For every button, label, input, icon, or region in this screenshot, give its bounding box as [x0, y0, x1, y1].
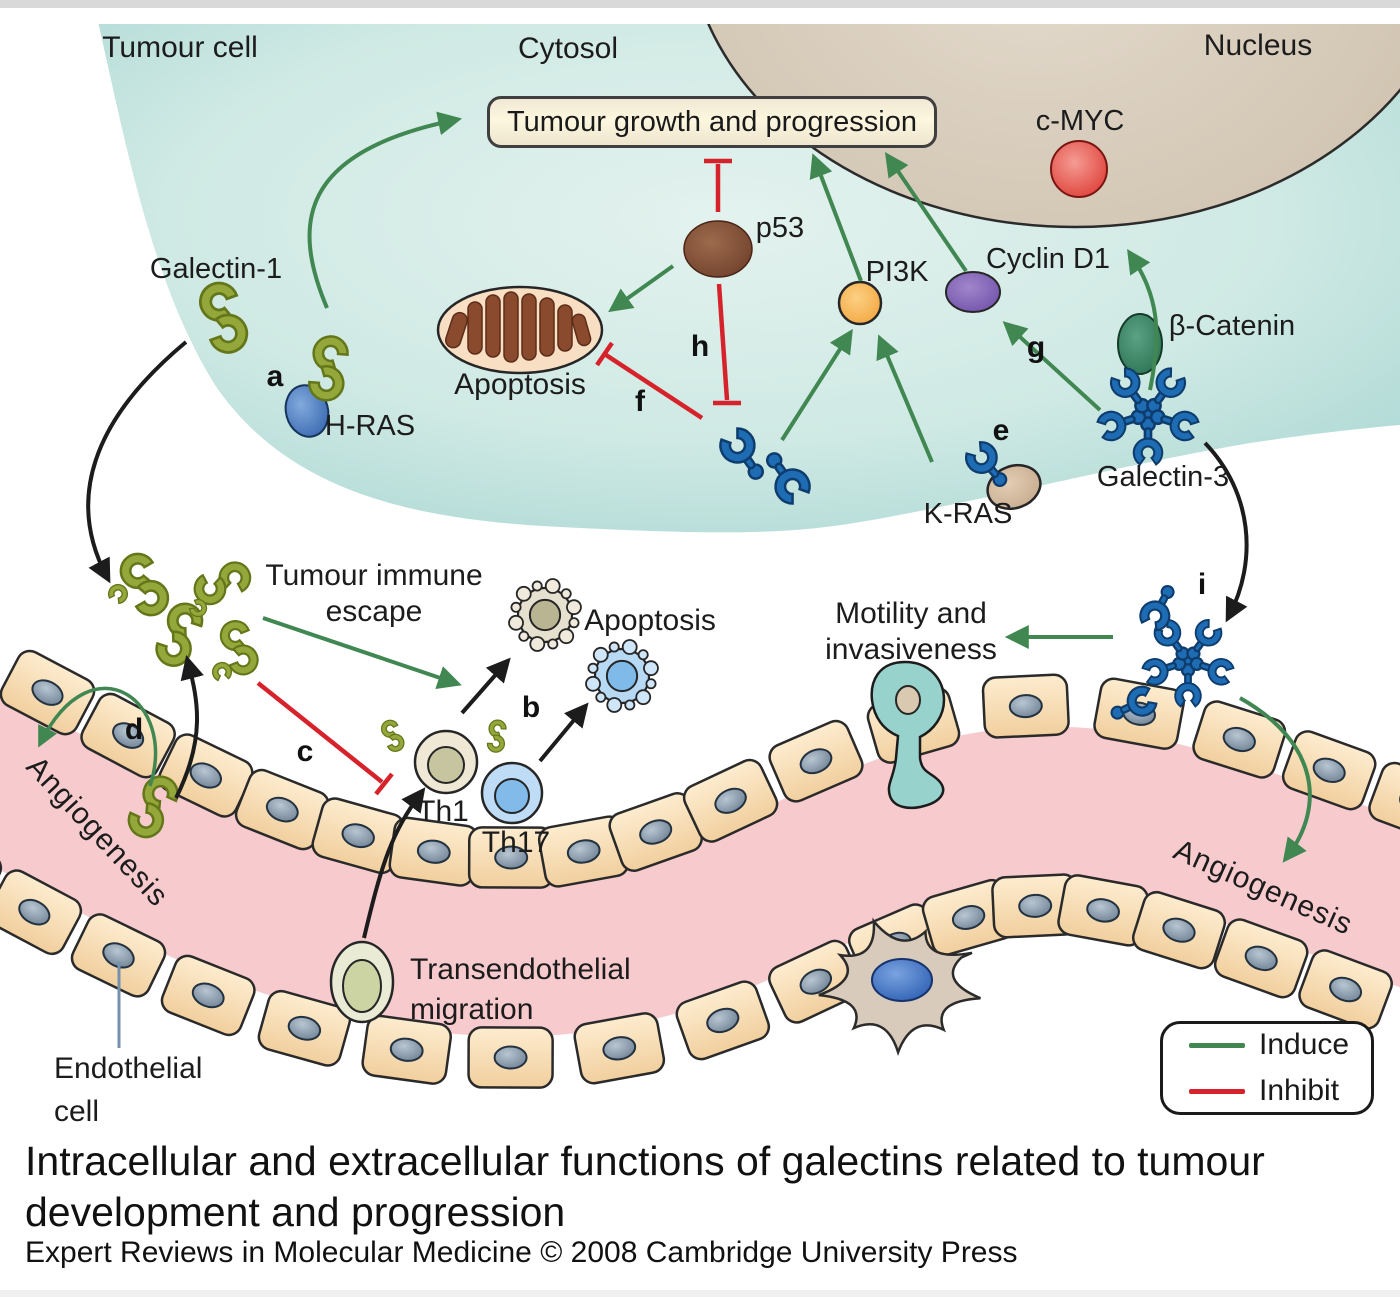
galectin-1-label: Galectin-1	[149, 253, 283, 285]
apoptosis-bottom-label: Apoptosis	[584, 604, 716, 637]
mitochondrion	[436, 285, 604, 375]
transmigrating-cell	[329, 940, 395, 1024]
pi3k-label: PI3K	[865, 256, 929, 288]
bottom-border	[0, 1290, 1400, 1297]
th17-label: Th17	[481, 826, 551, 859]
tumour-growth-box: Tumour growth and progression	[487, 96, 937, 148]
c-myc-label: c-MYC	[1035, 105, 1125, 137]
beta-catenin-label: β-Catenin	[1168, 310, 1296, 342]
inhibit-line-icon	[1189, 1088, 1245, 1094]
transendothelial-label: Transendothelial migration	[410, 953, 631, 1026]
step-h: h	[690, 330, 710, 363]
nucleus-shape	[697, 0, 1400, 229]
p53-protein	[683, 220, 753, 278]
black-arrows	[86, 340, 1249, 939]
pi3k-protein	[837, 280, 883, 326]
tumour-cell-label: Tumour cell	[102, 31, 258, 64]
stellate-cell	[818, 917, 981, 1057]
top-margin	[0, 8, 1400, 24]
p53-label: p53	[755, 212, 805, 244]
nucleus-label: Nucleus	[1203, 29, 1313, 62]
step-g: g	[1026, 331, 1046, 364]
galectin-3-label: Galectin-3	[1096, 461, 1230, 493]
tumour-immune-escape-label: Tumour immune escape	[265, 559, 483, 628]
legend-inhibit-row: Inhibit	[1189, 1074, 1371, 1108]
endothelial-cell-label: Endothelial cell	[54, 1052, 203, 1128]
cytosol-label: Cytosol	[517, 32, 619, 65]
tumour-growth-box-label: Tumour growth and progression	[507, 105, 917, 138]
legend-inhibit-label: Inhibit	[1259, 1074, 1340, 1107]
legend-induce-label: Induce	[1259, 1028, 1350, 1061]
figure-credit: Expert Reviews in Molecular Medicine © 2…	[25, 1236, 1018, 1269]
th17-cell	[480, 761, 544, 825]
figure-caption: Intracellular and extracellular function…	[25, 1138, 1265, 1235]
beta-catenin-protein	[1117, 313, 1163, 375]
inhibit-lines	[256, 158, 741, 796]
endothelial-cells-layer	[0, 649, 1400, 1089]
step-a: a	[266, 360, 284, 393]
step-e: e	[992, 414, 1010, 447]
c-myc-protein	[1050, 140, 1108, 198]
th1-label: Th1	[417, 795, 469, 828]
step-c: c	[296, 735, 314, 768]
cyclin-d1-protein	[945, 271, 1001, 313]
cyclin-d1-label: Cyclin D1	[985, 243, 1111, 275]
top-border	[0, 0, 1400, 8]
step-b: b	[521, 691, 541, 724]
vessel-lumen	[0, 691, 1400, 1037]
legend: Induce Inhibit	[1160, 1021, 1374, 1115]
h-ras-label: H-RAS	[324, 410, 416, 442]
k-ras-label: K-RAS	[923, 498, 1013, 530]
motility-invasiveness-label: Motility and invasiveness	[825, 597, 997, 666]
motile-teal-cell	[870, 660, 946, 810]
apoptosis-top-label: Apoptosis	[454, 368, 586, 401]
induce-arrows	[38, 111, 1312, 863]
apoptotic-cells	[508, 578, 659, 713]
step-i: i	[1197, 568, 1207, 601]
th1-cell	[413, 729, 479, 795]
induce-line-icon	[1189, 1042, 1245, 1048]
step-d: d	[124, 713, 144, 746]
step-f: f	[635, 385, 645, 418]
legend-induce-row: Induce	[1189, 1028, 1371, 1062]
